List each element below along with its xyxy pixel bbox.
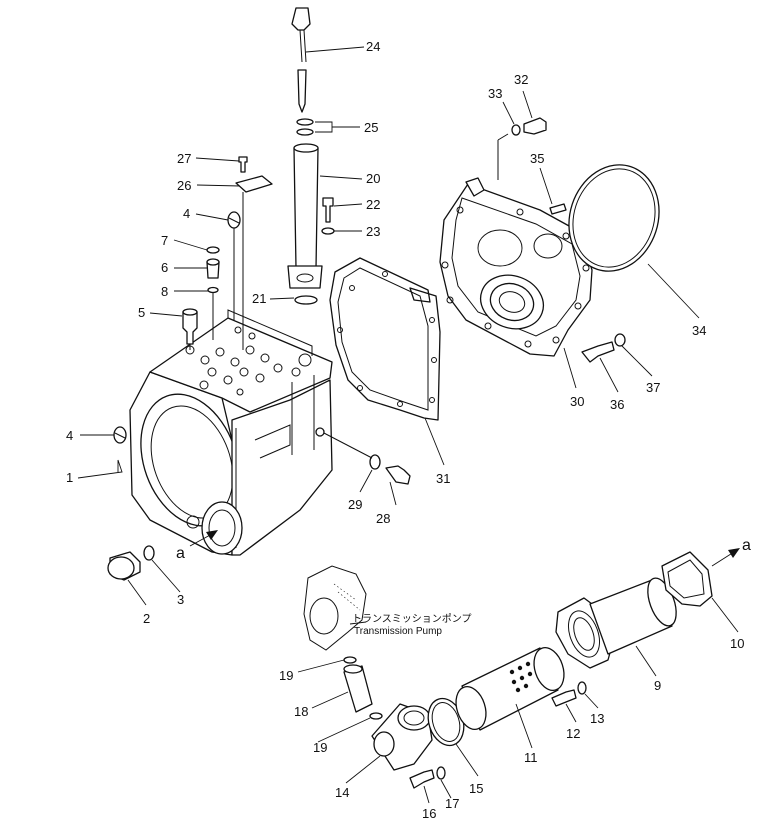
label-8: 8 [161,284,168,299]
label-35: 35 [530,151,544,166]
dipstick-assembly [287,7,323,305]
label-4-upper: 4 [183,206,190,221]
pump-note-japanese: トランスミッションポンプ [352,613,472,625]
label-17: 17 [445,796,459,811]
strainer-housing [555,577,677,669]
label-5: 5 [138,305,145,320]
label-31: 31 [436,471,450,486]
label-15: 15 [469,781,483,796]
label-19-upper: 19 [279,668,293,683]
case-top-holes [185,326,312,396]
label-21: 21 [252,291,266,306]
part-labels: 1 2 3 4 4 5 6 7 8 9 10 11 12 13 14 15 16… [66,39,744,820]
label-10: 10 [730,636,744,651]
label-16: 16 [422,806,436,820]
transmission-case [113,309,333,556]
label-30: 30 [570,394,584,409]
label-37: 37 [646,380,660,395]
label-19-lower: 19 [313,740,327,755]
label-11: 11 [524,750,538,765]
label-7: 7 [161,233,168,248]
label-13: 13 [590,711,604,726]
label-24: 24 [366,39,380,54]
label-20: 20 [366,171,380,186]
label-28: 28 [376,511,390,526]
label-2: 2 [143,611,150,626]
label-9: 9 [654,678,661,693]
ref-a-right: a [742,537,751,554]
label-14: 14 [335,785,349,800]
label-34: 34 [692,323,706,338]
gasket [329,257,441,421]
cover [439,133,593,357]
label-29: 29 [348,497,362,512]
label-22: 22 [366,197,380,212]
pump-note-english: Transmission Pump [354,626,442,637]
label-26: 26 [177,178,191,193]
label-1: 1 [66,470,73,485]
label-12: 12 [566,726,580,741]
label-3: 3 [177,592,184,607]
label-36: 36 [610,397,624,412]
label-32: 32 [514,72,528,87]
label-23: 23 [366,224,380,239]
label-33: 33 [488,86,502,101]
ref-a-left: a [176,545,185,562]
label-6: 6 [161,260,168,275]
label-25: 25 [364,120,378,135]
strainer [455,646,565,731]
label-4-lower: 4 [66,428,73,443]
transmission-pump-outline [303,565,367,651]
leader-lines [77,46,739,804]
label-18: 18 [294,704,308,719]
label-27: 27 [177,151,191,166]
